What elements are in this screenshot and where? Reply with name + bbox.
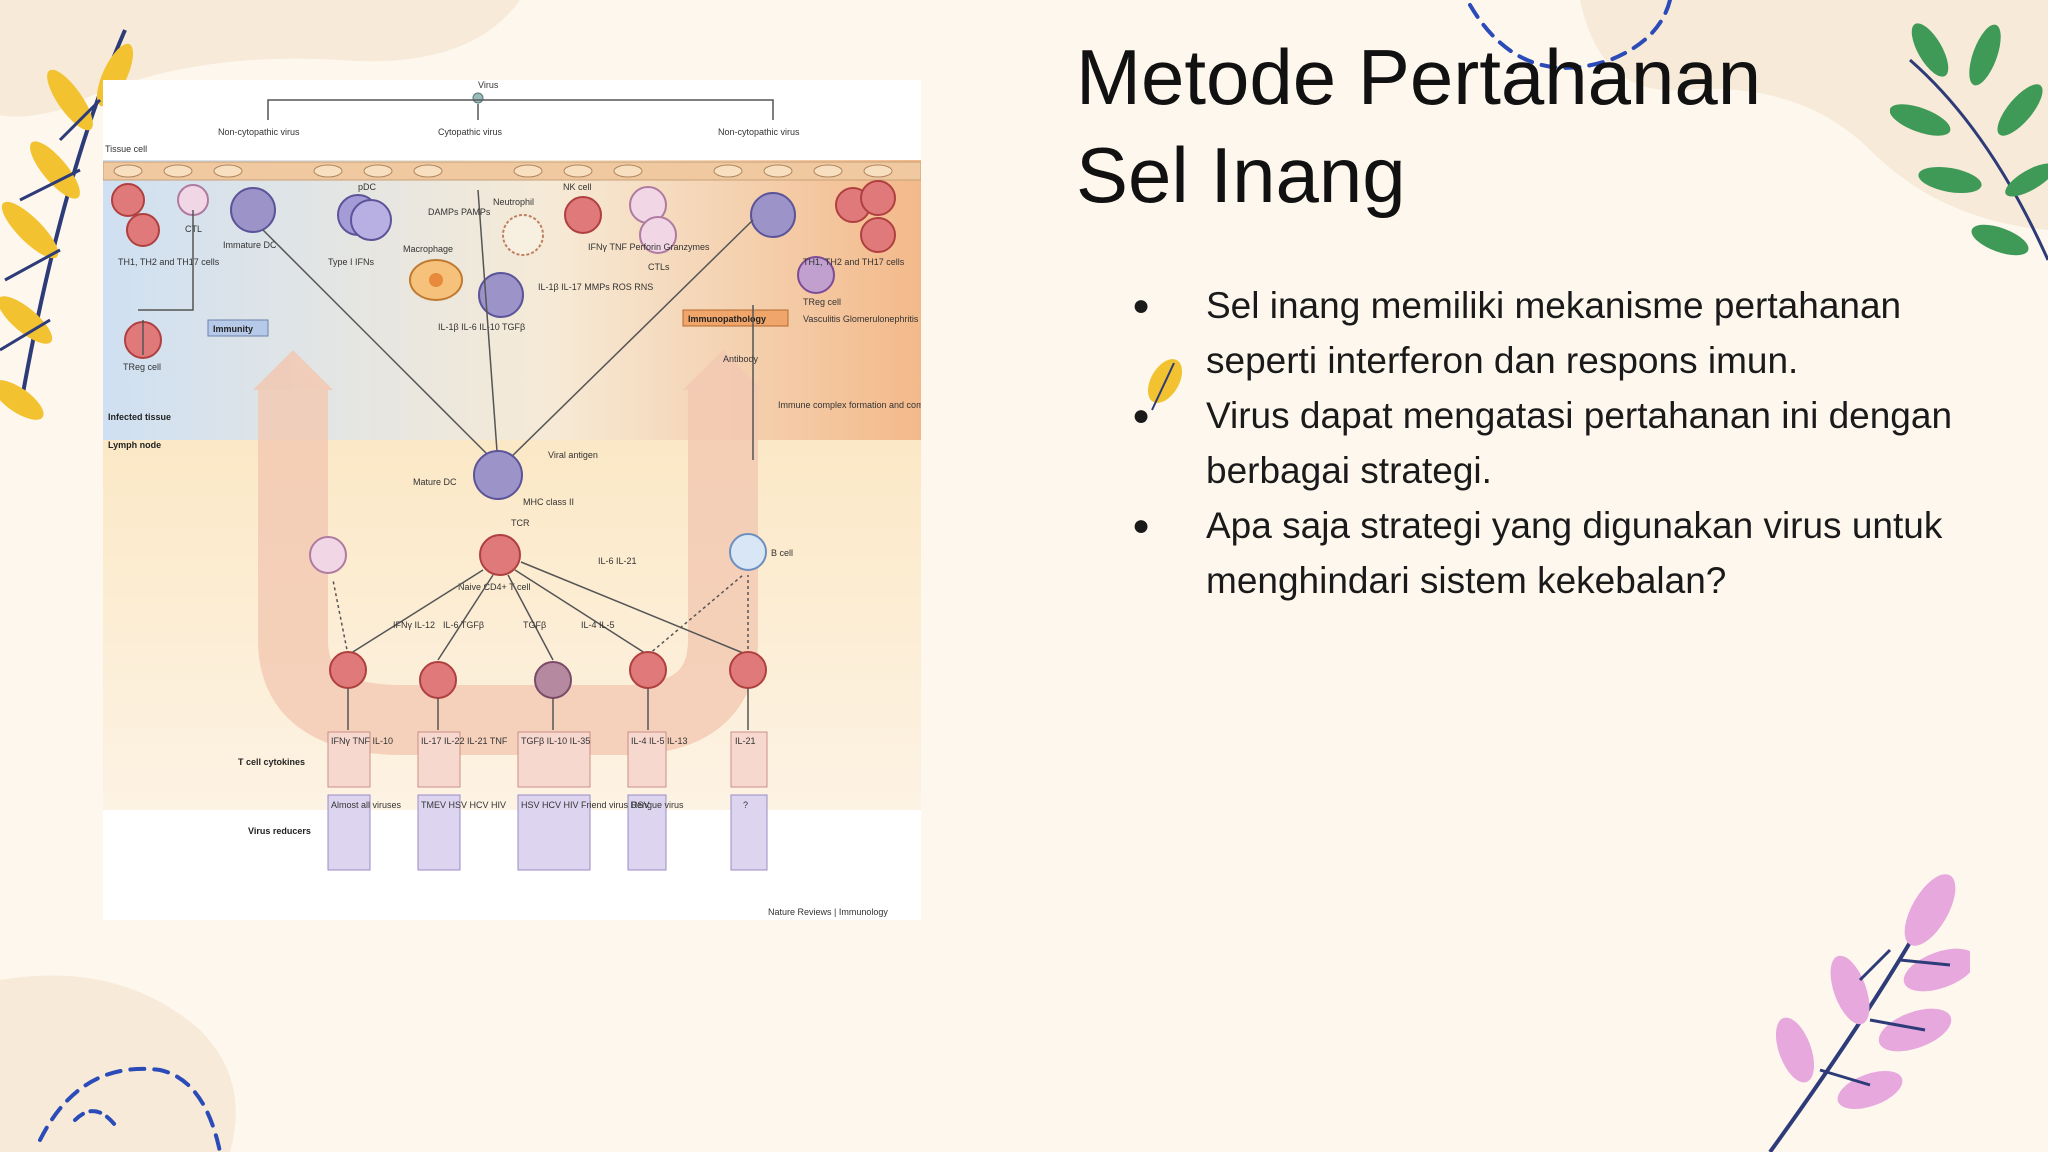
figure-credit: Nature Reviews | Immunology: [768, 907, 888, 917]
label-non-cyto-right: Non-cytopathic virus: [718, 127, 800, 137]
bullet-dot-icon: ●: [1132, 509, 1151, 542]
virus-box-5: ?: [743, 800, 748, 810]
label-tcr: TCR: [511, 518, 530, 528]
label-type1-ifn: Type I IFNs: [328, 257, 375, 267]
figure-diagram: Virus Non-cytopathic virus Cytopathic vi…: [102, 80, 996, 917]
label-il6-il21: IL-6 IL-21: [598, 556, 637, 566]
cytokine-boxes: [327, 731, 768, 788]
label-neutrophil-products: IL-1β IL-17 MMPs ROS RNS: [538, 282, 653, 292]
background-blob-top-left: [0, 0, 520, 117]
bullet-item: ● Apa saja strategi yang digunakan virus…: [1130, 498, 1990, 608]
bullet-dot-icon: ●: [1132, 399, 1151, 432]
bullet-text: Virus dapat mengatasi pertahanan ini den…: [1206, 395, 1953, 491]
dashed-arc-top: [1468, 0, 1672, 70]
label-nk-cell: NK cell: [563, 182, 592, 192]
label-mature-dc: Mature DC: [413, 477, 457, 487]
label-macrophage-cytokines: IL-1β IL-6 IL-10 TGFβ: [438, 322, 525, 332]
small-yellow-leaf-icon: [1147, 359, 1183, 411]
label-immunity: Immunity: [213, 324, 253, 334]
cytokine-box-1: IFNγ TNF IL-10: [331, 736, 393, 746]
bullet-text: Sel inang memiliki mekanisme pertahanan …: [1206, 285, 1902, 381]
label-vasculitis: Vasculitis Glomerulonephritis: [803, 314, 919, 324]
label-th-cells-left: TH1, TH2 and TH17 cells: [118, 257, 220, 267]
label-neutrophil: Neutrophil: [493, 197, 534, 207]
virus-box-3: HSV HCV HIV Friend virus Dengue virus: [521, 800, 684, 810]
label-mhc2: MHC class II: [523, 497, 574, 507]
cytokine-box-3: TGFβ IL-10 IL-35: [521, 736, 590, 746]
label-immune-complex: Immune complex formation and complement …: [778, 400, 921, 410]
label-ifn-il12: IFNγ IL-12: [393, 620, 435, 630]
label-th-cells-right: TH1, TH2 and TH17 cells: [803, 257, 905, 267]
u-arrow-band: [258, 390, 758, 755]
dashed-arc-bottom-left: [38, 1066, 222, 1152]
label-t-cell-cytokines: T cell cytokines: [238, 757, 305, 767]
label-non-cyto-left: Non-cytopathic virus: [218, 127, 300, 137]
label-cytopathic: Cytopathic virus: [438, 127, 503, 137]
label-immature-dc: Immature DC: [223, 240, 277, 250]
bullet-item: ● Virus dapat mengatasi pertahanan ini d…: [1130, 388, 1990, 498]
cytokine-box-5: IL-21: [735, 736, 756, 746]
label-immunopathology: Immunopathology: [688, 314, 766, 324]
bullet-dot-icon: ●: [1132, 289, 1151, 322]
label-b-cell: B cell: [771, 548, 793, 558]
label-il4-il5: IL-4 IL-5: [581, 620, 615, 630]
pink-leaf-branch-icon: [1768, 874, 1970, 1152]
label-tissue-cell: Tissue cell: [105, 144, 147, 154]
label-virus-reducers: Virus reducers: [248, 826, 311, 836]
label-virus: Virus: [478, 80, 499, 90]
slide-title-line-1: Metode Pertahanan: [1076, 33, 1762, 121]
immune-response-figure: Virus Non-cytopathic virus Cytopathic vi…: [102, 80, 996, 920]
bullet-item: ● Sel inang memiliki mekanisme pertahana…: [1130, 278, 1990, 388]
label-macrophage: Macrophage: [403, 244, 453, 254]
label-infected-tissue: Infected tissue: [108, 412, 171, 422]
virus-box-1: Almost all viruses: [331, 800, 402, 810]
slide-title-line-2: Sel Inang: [1076, 131, 1406, 219]
cytokine-box-4: IL-4 IL-5 IL-13: [631, 736, 688, 746]
label-lymph-node: Lymph node: [108, 440, 161, 450]
label-pdc: pDC: [358, 182, 377, 192]
slide-title: Metode Pertahanan Sel Inang: [1076, 28, 1976, 224]
virus-box-2: TMEV HSV HCV HIV: [421, 800, 506, 810]
cytokine-box-2: IL-17 IL-22 IL-21 TNF: [421, 736, 508, 746]
effector-t-cells: [329, 651, 767, 699]
label-il6-tgfb: IL-6 TGFβ: [443, 620, 484, 630]
label-nk-products: IFNγ TNF Perforin Granzymes: [588, 242, 710, 252]
tissue-cells: [111, 180, 896, 359]
label-treg-left: TReg cell: [123, 362, 161, 372]
green-leaf-branch-icon: [1890, 23, 2048, 261]
label-viral-antigen: Viral antigen: [548, 450, 598, 460]
label-naive-cd4: Naive CD4+ T cell: [458, 582, 530, 592]
label-treg-right: TReg cell: [803, 297, 841, 307]
label-tgfb: TGFβ: [523, 620, 546, 630]
label-damps: DAMPs PAMPs: [428, 207, 491, 217]
virus-box-4: RSV: [631, 800, 650, 810]
label-ctls: CTLs: [648, 262, 670, 272]
bullet-list: ● Sel inang memiliki mekanisme pertahana…: [1130, 278, 1990, 608]
label-antibody: Antibody: [723, 354, 759, 364]
bullet-text: Apa saja strategi yang digunakan virus u…: [1206, 505, 1943, 601]
virus-boxes: [327, 794, 768, 871]
